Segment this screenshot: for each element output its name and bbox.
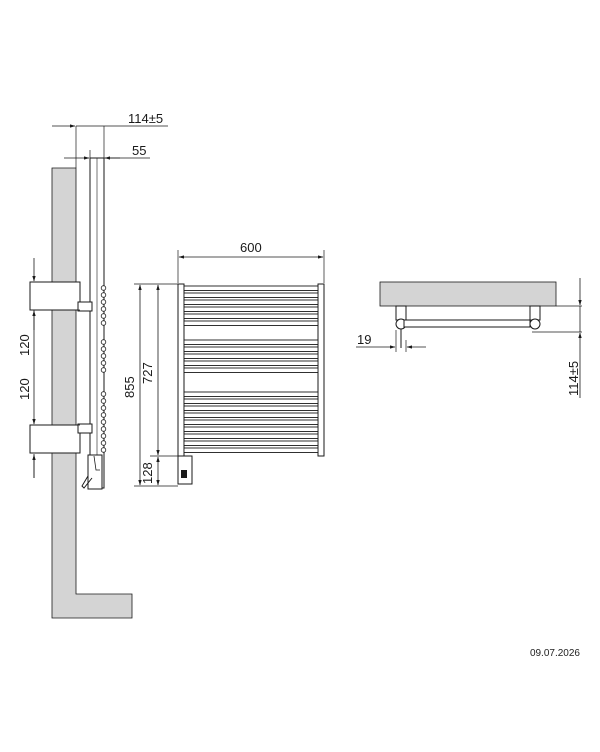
dim-front-width: 600 bbox=[240, 240, 262, 255]
tube-end bbox=[100, 306, 107, 312]
radiator-bar bbox=[183, 353, 319, 359]
radiator-bar bbox=[183, 419, 319, 425]
tube-end bbox=[100, 426, 107, 432]
dim-front-height-pipes: 727 bbox=[140, 362, 155, 384]
upper-bracket bbox=[29, 281, 93, 312]
radiator-left-collector bbox=[177, 283, 185, 457]
radiator-bar bbox=[183, 398, 319, 404]
radiator-bar bbox=[183, 412, 319, 418]
radiator-bar bbox=[183, 360, 319, 366]
dim-spacing-lower: 120 bbox=[17, 378, 32, 400]
radiator-bar bbox=[183, 306, 319, 312]
dim-front-height-total: 855 bbox=[122, 376, 137, 398]
tube-end bbox=[100, 440, 107, 446]
radiator-bar bbox=[183, 447, 319, 453]
dim-spacing-upper: 120 bbox=[17, 334, 32, 356]
radiator-bar bbox=[183, 426, 319, 432]
tube-end bbox=[100, 419, 107, 425]
tube-end bbox=[100, 292, 107, 298]
radiator-bar bbox=[183, 391, 319, 397]
tube-end bbox=[100, 398, 107, 404]
dim-top-offset: 19 bbox=[357, 332, 371, 347]
side-view: 114±5 55 120 120 bbox=[17, 111, 168, 619]
tube-end bbox=[100, 433, 107, 439]
tube-end bbox=[100, 412, 107, 418]
tube-ends bbox=[100, 285, 107, 453]
tube-end bbox=[100, 360, 107, 366]
radiator-bar bbox=[183, 367, 319, 373]
tube-end bbox=[100, 391, 107, 397]
radiator-bar bbox=[183, 339, 319, 345]
dim-side-depth-total: 114±5 bbox=[128, 111, 163, 126]
tube-end bbox=[100, 313, 107, 319]
top-bracket-right bbox=[529, 305, 541, 330]
radiator-bar bbox=[183, 299, 319, 305]
front-view: 600 855 727 128 bbox=[122, 240, 325, 487]
radiator-bar bbox=[183, 346, 319, 352]
radiator-bar bbox=[183, 292, 319, 298]
radiator-bar bbox=[183, 285, 319, 291]
dim-top-depth-total: 114±5 bbox=[566, 361, 581, 396]
radiator-bar bbox=[183, 313, 319, 319]
tube-end bbox=[100, 405, 107, 411]
dim-front-height-bottom: 128 bbox=[140, 462, 155, 484]
lower-bracket bbox=[29, 423, 93, 454]
tube-end bbox=[100, 367, 107, 373]
tube-end bbox=[100, 339, 107, 345]
radiator-bar bbox=[183, 405, 319, 411]
heating-element-side bbox=[81, 454, 103, 490]
tube-end bbox=[100, 299, 107, 305]
radiator-bar bbox=[183, 320, 319, 326]
dim-side-depth-body: 55 bbox=[132, 143, 146, 158]
radiator-top-bar bbox=[403, 319, 531, 328]
tube-end bbox=[100, 346, 107, 352]
tube-end bbox=[100, 320, 107, 326]
radiator-bars bbox=[183, 285, 319, 453]
radiator-bar bbox=[183, 440, 319, 446]
tube-end bbox=[100, 447, 107, 453]
wall-top-section bbox=[379, 281, 557, 307]
top-view: 19 114±5 bbox=[356, 278, 582, 398]
tube-end bbox=[100, 353, 107, 359]
radiator-bar bbox=[183, 433, 319, 439]
tube-end bbox=[100, 285, 107, 291]
radiator-right-collector bbox=[317, 283, 325, 457]
drawing-date: 09.07.2026 bbox=[529, 648, 580, 659]
